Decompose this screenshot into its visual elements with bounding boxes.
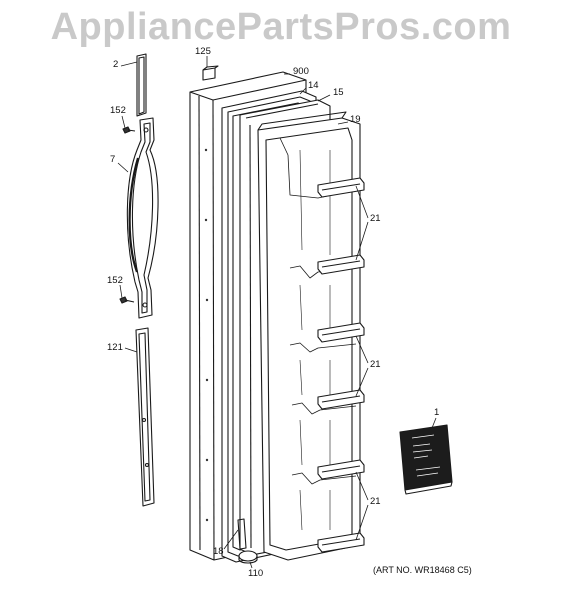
door-bin-3-part (317, 322, 365, 343)
callout-121: 121 (107, 342, 123, 353)
callout-19: 19 (350, 114, 361, 125)
callout-900: 900 (293, 66, 309, 77)
callout-7: 7 (110, 154, 116, 165)
lower-trim-strip-part (135, 327, 155, 507)
screw-upper-part (122, 126, 136, 134)
callout-1: 1 (434, 407, 440, 418)
callout-2: 2 (113, 59, 119, 70)
door-bin-4-part (317, 389, 365, 410)
cam-plug-part (238, 550, 258, 564)
door-bin-6-part (317, 532, 365, 553)
callout-18: 18 (213, 546, 224, 557)
callout-21-middle: 21 (370, 359, 381, 370)
callout-125: 125 (195, 46, 211, 57)
door-bin-1-part (317, 177, 365, 198)
callout-15: 15 (333, 87, 344, 98)
door-bin-5-part (317, 459, 365, 480)
door-handle-part (126, 117, 159, 319)
owner-manual-part (399, 424, 453, 495)
watermark-logo: AppliancePartsPros.com (50, 6, 512, 48)
callout-14: 14 (308, 80, 319, 91)
callout-21-top: 21 (370, 213, 381, 224)
screw-lower-part (119, 296, 135, 304)
callout-21-bottom: 21 (370, 496, 381, 507)
callout-110: 110 (248, 568, 264, 579)
cap-part (202, 65, 219, 81)
art-number: (ART NO. WR18468 C5) (373, 565, 472, 575)
upper-trim-strip-part (136, 53, 147, 117)
door-bin-2-part (317, 254, 365, 275)
bottom-strip-part (237, 518, 247, 550)
callout-152-lower: 152 (107, 275, 123, 286)
leader-lines (117, 56, 437, 569)
callout-152-upper: 152 (110, 105, 126, 116)
